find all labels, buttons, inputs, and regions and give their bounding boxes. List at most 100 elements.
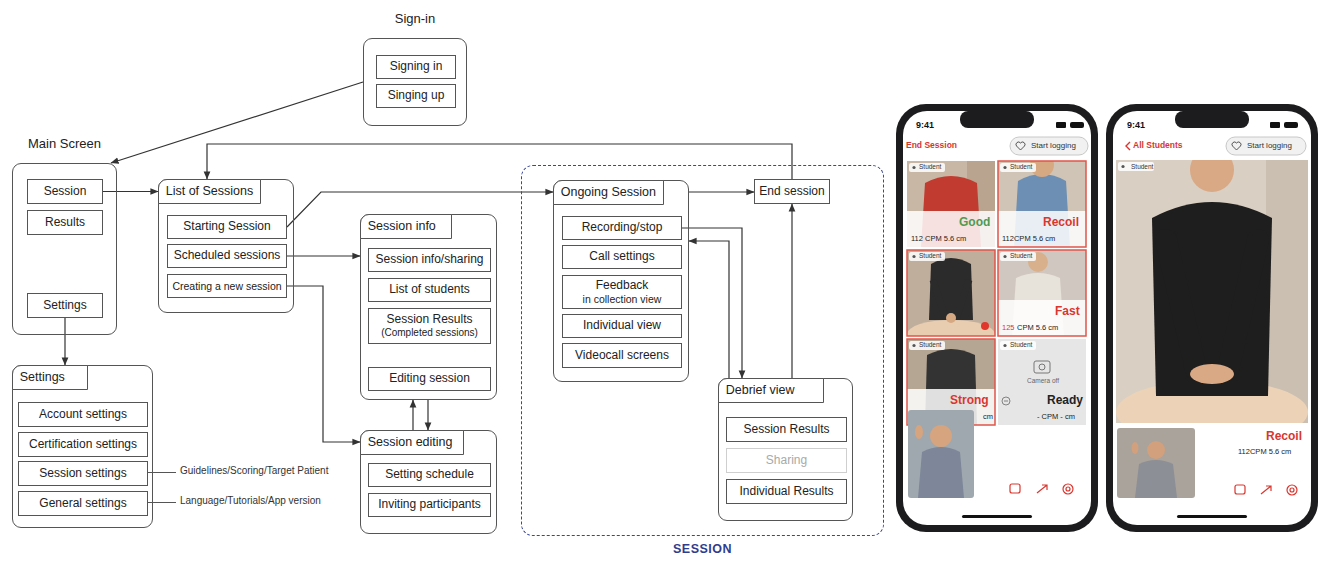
menu-item: Singing up (376, 84, 456, 108)
menu-item: Session info/sharing (368, 248, 491, 272)
item-label: Call settings (589, 250, 654, 264)
item-label: Session settings (39, 467, 126, 481)
item-label: Sharing (766, 454, 807, 468)
box-heading: Main Screen (13, 137, 116, 152)
flow-arrow (412, 400, 413, 430)
flow-arrow (103, 191, 158, 192)
phone-screenshot (896, 104, 1098, 532)
menu-item: Call settings (562, 245, 682, 269)
item-label: Individual view (583, 319, 661, 333)
flow-arrow (207, 144, 792, 179)
menu-item: Feedbackin collection view (562, 275, 682, 309)
screen-text: Student (919, 342, 941, 349)
item-label: Starting Session (183, 220, 270, 234)
annotation: Guidelines/Scoring/Target Patient (180, 466, 328, 476)
screen-text: 9:41 (1127, 121, 1145, 130)
menu-item: Individual view (562, 314, 682, 338)
item-label: General settings (39, 497, 126, 511)
screen-group-box: Sign-inSigning inSinging up (363, 38, 467, 126)
screen-text: Student (1010, 253, 1032, 260)
menu-item: Inviting participants (368, 493, 491, 517)
session-region: SESSIONOngoing SessionRecording/stopCall… (521, 165, 884, 536)
screen-group-box: Ongoing SessionRecording/stopCall settin… (553, 180, 689, 382)
menu-item: Recording/stop (562, 216, 682, 240)
item-label: Inviting participants (378, 498, 481, 512)
flow-arrow (427, 400, 428, 430)
item-label: Session Results (743, 423, 829, 437)
flow-arrow (689, 191, 754, 192)
screen-text: Student (919, 253, 941, 260)
box-heading: Settings (12, 365, 88, 390)
screen-text: cm (983, 413, 993, 421)
screen-text: Strong (950, 394, 989, 406)
screen-text: Good (959, 216, 990, 228)
menu-item: Setting schedule (368, 463, 491, 487)
screen-text: 112CPM 5.6 cm (1238, 448, 1291, 456)
item-label: Account settings (39, 408, 127, 422)
screen-text: Ready (1047, 394, 1083, 406)
item-label: (Completed sessions) (381, 327, 478, 339)
item-label: Session info/sharing (375, 253, 483, 267)
screen-group-box: SettingsAccount settingsCertification se… (12, 365, 153, 528)
screen-group-box: List of SessionsStarting SessionSchedule… (158, 179, 294, 313)
screen-text: - CPM - cm (1037, 413, 1075, 421)
screen-text: CPM 5.6 cm (1017, 324, 1058, 332)
item-label: Settings (43, 299, 86, 313)
item-label: Feedback (596, 279, 649, 293)
screen-text: 112 CPM 5.6 cm (911, 235, 966, 243)
item-label: Individual Results (739, 485, 833, 499)
menu-item: Sharing (726, 448, 847, 473)
box-heading: Sign-in (364, 12, 466, 27)
menu-item: Settings (27, 293, 103, 318)
item-label: End session (759, 185, 824, 199)
menu-item: List of students (368, 278, 491, 302)
screen-group-box: Main ScreenSessionResultsSettings (12, 163, 117, 335)
menu-item: Session Results(Completed sessions) (368, 308, 491, 344)
flow-arrow (287, 286, 360, 442)
screen-group-box: Debrief viewSession ResultsSharingIndivi… (718, 378, 853, 521)
menu-item: Results (27, 210, 103, 235)
screen-text: Student (1010, 164, 1032, 171)
screen-text: 112CPM 5.6 cm (1002, 235, 1055, 243)
item-label: Recording/stop (582, 221, 663, 235)
screen-text: Student (1131, 164, 1153, 171)
flow-arrow (111, 82, 363, 163)
leader-lines (147, 473, 176, 503)
flow-arrow (689, 241, 729, 378)
screen-text: 9:41 (916, 121, 934, 130)
flow-arrow (64, 318, 65, 365)
screen-group-box: Session infoSession info/sharingList of … (360, 214, 497, 400)
item-label: Creating a new session (172, 280, 281, 292)
item-label: Session (44, 185, 87, 199)
menu-item: End session (754, 179, 830, 204)
box-heading: Ongoing Session (553, 180, 664, 205)
item-label: Editing session (389, 372, 470, 386)
menu-item: Editing session (368, 367, 491, 391)
box-heading: List of Sessions (158, 179, 262, 204)
screen-group-box: Session editingSetting scheduleInviting … (360, 430, 497, 534)
menu-item: Signing in (376, 55, 456, 79)
screen-text: Start logging (1247, 142, 1292, 150)
item-label: in collection view (583, 293, 662, 305)
item-label: List of students (389, 283, 470, 297)
screen-text: All Students (1133, 141, 1183, 150)
menu-item: Certification settings (18, 432, 148, 457)
screen-text: Camera off (1027, 378, 1059, 385)
menu-item: Scheduled sessions (167, 244, 287, 268)
menu-item: General settings (18, 491, 148, 516)
item-label: Signing in (390, 60, 443, 74)
screen-text: Student (919, 164, 941, 171)
item-label: Session Results (386, 313, 472, 327)
flow-arrow (791, 204, 792, 378)
item-label: Results (45, 216, 85, 230)
flow-arrow (287, 255, 360, 256)
flow-arrow (682, 228, 742, 378)
screen-text: Fast (1055, 305, 1080, 317)
screen-text: End Session (906, 141, 957, 150)
menu-item: Session Results (726, 417, 847, 442)
item-label: Certification settings (29, 438, 137, 452)
phone-screenshot (1106, 104, 1318, 532)
menu-item: Account settings (18, 402, 148, 427)
